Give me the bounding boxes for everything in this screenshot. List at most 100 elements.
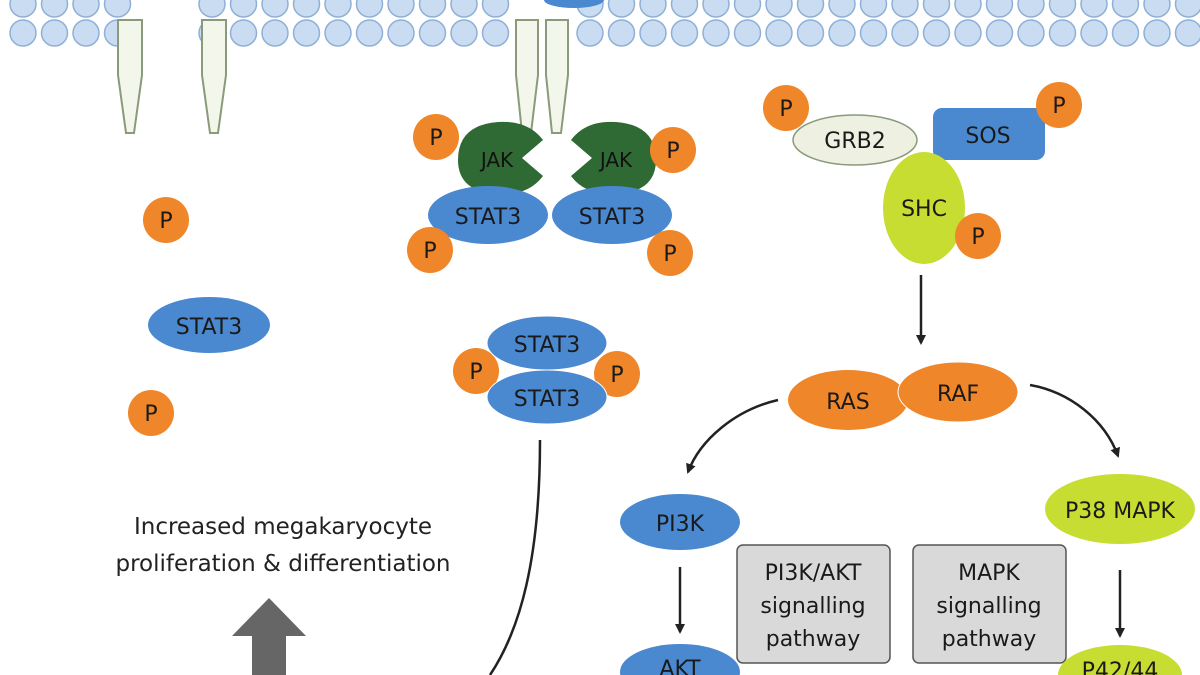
membrane-head: [324, 19, 352, 47]
membrane-head: [639, 19, 667, 47]
arrow-raf-to-p38: [1029, 383, 1120, 458]
outcome-up-arrow: [232, 598, 306, 675]
svg-text:P: P: [429, 126, 442, 151]
mapk-pathway-box: MAPK signalling pathway: [912, 544, 1067, 664]
membrane-head: [1174, 0, 1200, 18]
arrow-ras-to-pi3k: [686, 398, 779, 474]
membrane-head: [481, 19, 510, 47]
shc: SHC: [883, 152, 965, 264]
membrane-head: [292, 0, 321, 18]
cell-membrane: [9, 0, 1200, 47]
membrane-head: [9, 0, 37, 18]
membrane-head: [733, 0, 762, 18]
membrane-head: [1080, 19, 1108, 47]
svg-text:P: P: [610, 363, 623, 388]
svg-text:P: P: [423, 239, 436, 264]
grb2: GRB2: [792, 114, 918, 166]
jak-left: JAK: [458, 121, 543, 195]
phospho-sos: P: [1036, 82, 1082, 128]
membrane-head: [40, 19, 69, 47]
membrane-head: [387, 19, 415, 47]
membrane-head: [450, 0, 478, 18]
svg-text:P: P: [159, 209, 172, 234]
svg-text:pathway: pathway: [942, 627, 1037, 652]
phospho-grb2: P: [763, 85, 809, 131]
stat3-free: STAT3: [148, 297, 270, 353]
membrane-head: [387, 0, 415, 18]
svg-text:P: P: [1052, 94, 1065, 119]
svg-text:MAPK: MAPK: [958, 561, 1020, 586]
stat3-dimer-bottom: STAT3: [486, 369, 608, 425]
akt: AKT: [620, 644, 740, 675]
membrane-head: [670, 19, 699, 47]
membrane-head: [261, 19, 289, 47]
pi3k-akt-pathway-box: PI3K/AKT signalling pathway: [736, 544, 891, 664]
svg-text:RAS: RAS: [826, 390, 869, 415]
membrane-head: [261, 0, 289, 18]
pi3k: PI3K: [620, 494, 740, 550]
svg-text:STAT3: STAT3: [514, 387, 580, 412]
svg-text:P: P: [971, 225, 984, 250]
svg-text:GRB2: GRB2: [824, 129, 885, 154]
svg-text:AKT: AKT: [659, 657, 701, 675]
membrane-head: [72, 0, 100, 18]
membrane-head: [702, 19, 730, 47]
svg-text:SHC: SHC: [901, 197, 947, 222]
p42-44: P42/44: [1058, 645, 1182, 675]
membrane-head: [607, 19, 636, 47]
svg-text:JAK: JAK: [479, 148, 514, 172]
membrane-head: [828, 19, 856, 47]
phospho-jak-right: P: [650, 127, 696, 173]
membrane-head: [891, 19, 919, 47]
membrane-head: [229, 19, 258, 47]
membrane-head: [985, 19, 1014, 47]
svg-text:P: P: [779, 97, 792, 122]
svg-text:STAT3: STAT3: [176, 315, 242, 340]
membrane-head: [355, 19, 384, 47]
phospho-shc: P: [955, 213, 1001, 259]
membrane-head: [72, 19, 100, 47]
membrane-head: [576, 19, 604, 47]
sos: SOS: [933, 108, 1045, 160]
svg-text:PI3K: PI3K: [656, 512, 705, 537]
svg-text:signalling: signalling: [760, 594, 865, 619]
membrane-head: [954, 19, 982, 47]
phospho-free-2: P: [128, 390, 174, 436]
membrane-head: [702, 0, 730, 18]
membrane-head: [733, 19, 762, 47]
membrane-head: [355, 0, 384, 18]
phospho-free-1: P: [143, 197, 189, 243]
membrane-head: [1048, 19, 1077, 47]
raf: RAF: [897, 361, 1019, 423]
membrane-head: [40, 0, 69, 18]
membrane-head: [985, 0, 1014, 18]
phospho-dimer-right: P: [594, 351, 640, 397]
svg-text:signalling: signalling: [936, 594, 1041, 619]
membrane-head: [670, 0, 699, 18]
membrane-head: [796, 19, 825, 47]
membrane-head: [292, 19, 321, 47]
membrane-head: [9, 19, 37, 47]
membrane-head: [828, 0, 856, 18]
phospho-dimer-left: P: [453, 348, 499, 394]
outcome-line-2: proliferation & differentiation: [115, 551, 450, 577]
svg-text:P42/44: P42/44: [1082, 659, 1159, 675]
p38-mapk: P38 MAPK: [1045, 474, 1195, 544]
svg-text:P: P: [666, 139, 679, 164]
ras: RAS: [788, 370, 908, 430]
receptor-center: [515, 0, 604, 134]
membrane-head: [1080, 0, 1108, 18]
svg-text:PI3K/AKT: PI3K/AKT: [765, 561, 862, 586]
membrane-head: [198, 0, 226, 18]
membrane-head: [954, 0, 982, 18]
membrane-head: [1111, 19, 1140, 47]
phospho-jak-left: P: [413, 114, 459, 160]
membrane-head: [922, 0, 951, 18]
phospho-stat3-left: P: [407, 227, 453, 273]
membrane-head: [324, 0, 352, 18]
receptor-left: [117, 19, 227, 134]
membrane-head: [229, 0, 258, 18]
membrane-head: [418, 19, 447, 47]
membrane-head: [1143, 0, 1171, 18]
membrane-head: [1048, 0, 1077, 18]
